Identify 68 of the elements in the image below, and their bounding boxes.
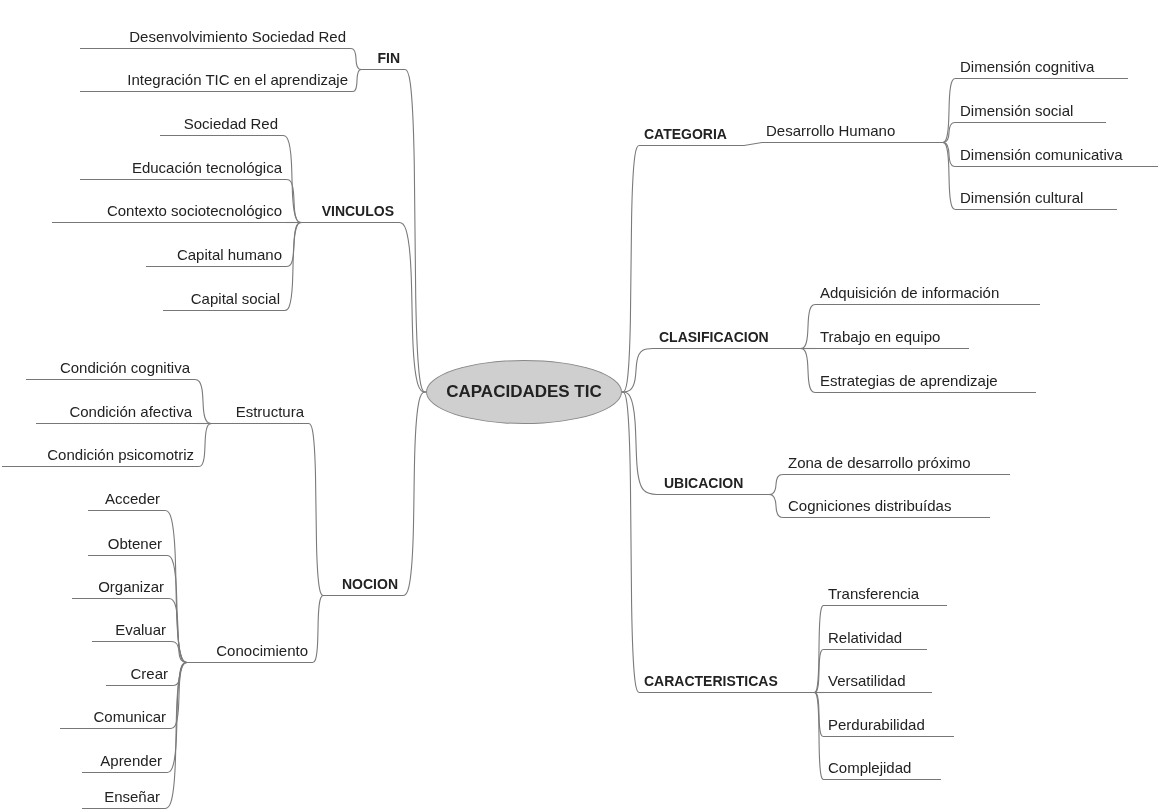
branch-line bbox=[621, 391, 641, 694]
sub-branch-label: Acceder bbox=[88, 489, 164, 511]
branch-line bbox=[163, 661, 189, 810]
branch-line bbox=[813, 691, 825, 694]
branch-line bbox=[311, 594, 325, 664]
branch-line bbox=[285, 178, 303, 224]
branch-line bbox=[351, 68, 363, 93]
sub-branch-label: Zona de desarrollo próximo bbox=[784, 453, 1010, 475]
sub-branch-label: Dimensión cultural bbox=[956, 188, 1117, 210]
sub-branch-label: Desarrollo Humano bbox=[762, 121, 942, 143]
sub-branch-label: Estrategias de aprendizaje bbox=[816, 371, 1036, 393]
sub-branch-label: Obtener bbox=[88, 534, 166, 556]
main-branch-label: UBICACION bbox=[660, 473, 768, 495]
sub-branch-label: Conocimiento bbox=[188, 641, 312, 663]
sub-branch-label: Cogniciones distribuídas bbox=[784, 496, 990, 518]
sub-branch-label: Complejidad bbox=[824, 758, 941, 780]
sub-branch-label: Versatilidad bbox=[824, 671, 932, 693]
main-branch-label: NOCION bbox=[324, 574, 402, 596]
sub-branch-label: Desenvolvimiento Sociedad Red bbox=[80, 27, 350, 49]
main-branch-label: CLASIFICACION bbox=[655, 327, 800, 349]
branch-line bbox=[197, 422, 213, 468]
branch-line bbox=[349, 47, 363, 71]
sub-branch-label: Sociedad Red bbox=[160, 114, 282, 136]
sub-branch-label: Adquisición de información bbox=[816, 283, 1040, 305]
branch-line bbox=[307, 422, 325, 597]
branch-line bbox=[167, 597, 189, 664]
sub-branch-label: Aprender bbox=[82, 751, 166, 773]
sub-branch-label: Comunicar bbox=[60, 707, 170, 729]
sub-branch-label: Dimensión comunicativa bbox=[956, 145, 1158, 167]
sub-branch-label: Enseñar bbox=[82, 787, 164, 809]
sub-branch-label: Transferencia bbox=[824, 584, 947, 606]
sub-branch-label: Capital humano bbox=[146, 245, 286, 267]
branch-line bbox=[941, 141, 957, 211]
sub-branch-label: Capital social bbox=[163, 289, 284, 311]
main-branch-label: CATEGORIA bbox=[640, 124, 744, 146]
branch-line bbox=[397, 221, 427, 393]
sub-branch-label: Trabajo en equipo bbox=[816, 327, 969, 349]
branch-line bbox=[621, 144, 641, 393]
sub-branch-label: Estructura bbox=[212, 402, 308, 424]
branch-line bbox=[169, 661, 189, 730]
branch-line bbox=[813, 648, 825, 694]
sub-branch-label: Evaluar bbox=[92, 620, 170, 642]
branch-line bbox=[403, 68, 427, 393]
sub-branch-label: Crear bbox=[106, 664, 172, 686]
sub-branch-label: Relatividad bbox=[824, 628, 927, 650]
sub-branch-label: Educación tecnológica bbox=[80, 158, 286, 180]
main-branch-label: VINCULOS bbox=[302, 201, 398, 223]
branch-line bbox=[799, 303, 817, 350]
sub-branch-label: Perdurabilidad bbox=[824, 715, 954, 737]
branch-line bbox=[283, 221, 303, 312]
sub-branch-label: Organizar bbox=[72, 577, 168, 599]
sub-branch-label: Dimensión cognitiva bbox=[956, 57, 1128, 79]
branch-line bbox=[813, 691, 825, 781]
branch-line bbox=[743, 141, 763, 147]
central-ellipse: CAPACIDADES TIC bbox=[426, 360, 622, 424]
sub-branch-label: Condición psicomotriz bbox=[2, 445, 198, 467]
branch-line bbox=[767, 493, 785, 519]
sub-branch-label: Condición cognitiva bbox=[26, 358, 194, 380]
sub-branch-label: Dimensión social bbox=[956, 101, 1106, 123]
sub-branch-label: Integración TIC en el aprendizaje bbox=[80, 70, 352, 92]
sub-branch-label: Contexto sociotecnológico bbox=[52, 201, 286, 223]
main-branch-label: CARACTERISTICAS bbox=[640, 671, 814, 693]
branch-line bbox=[621, 391, 661, 496]
main-branch-label: FIN bbox=[362, 48, 404, 70]
branch-line bbox=[941, 77, 957, 144]
sub-branch-label: Condición afectiva bbox=[36, 402, 196, 424]
branch-line bbox=[799, 347, 817, 394]
branch-line bbox=[401, 391, 427, 597]
